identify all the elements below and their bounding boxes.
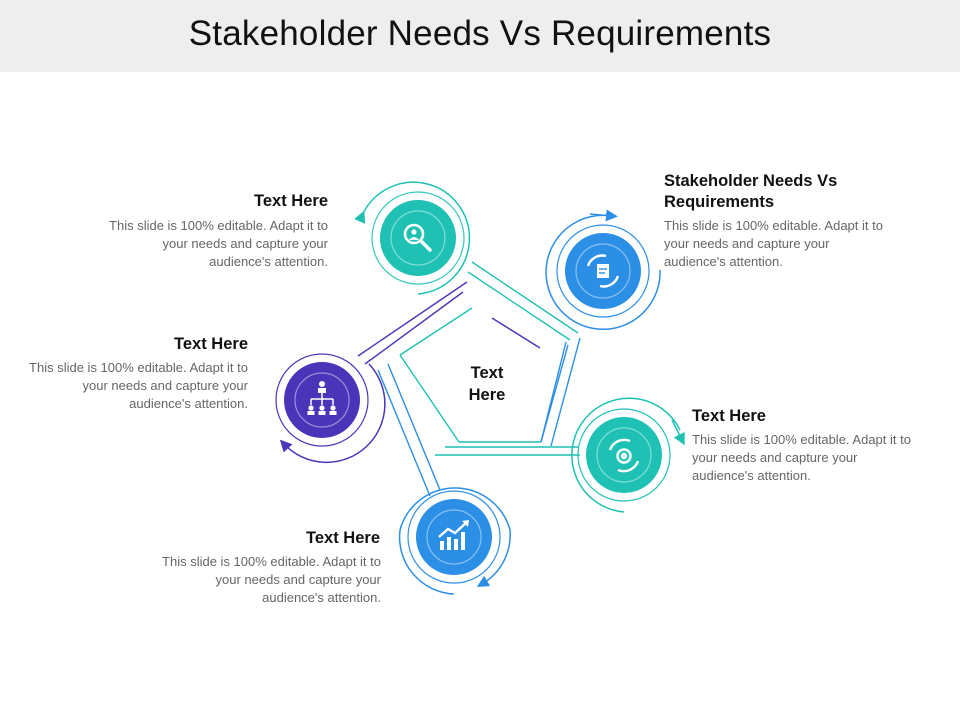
center-label-line1: Text (470, 364, 504, 382)
node-right-top-circle (545, 209, 661, 331)
center-label-line2: Here (468, 386, 506, 404)
node-top-body: This slide is 100% editable. Adapt it to… (109, 218, 328, 269)
title-bar (0, 0, 960, 72)
gear-cycle-icon (608, 438, 640, 473)
growth-chart-icon (438, 520, 469, 550)
node-bottom-circle (398, 487, 511, 595)
node-top-circle (354, 181, 471, 295)
node-left-body: This slide is 100% editable. Adapt it to… (29, 360, 248, 411)
search-user-icon (403, 223, 432, 252)
node-right-top-body: This slide is 100% editable. Adapt it to… (664, 218, 883, 269)
node-right-circle (571, 397, 685, 513)
node-right-heading: Text Here (692, 407, 766, 425)
center-label: Text Here (447, 362, 527, 406)
node-left-heading: Text Here (174, 335, 248, 353)
node-left-circle (275, 353, 386, 464)
node-right-body: This slide is 100% editable. Adapt it to… (692, 432, 911, 483)
node-bottom-heading: Text Here (306, 529, 380, 547)
org-chart-icon (307, 381, 337, 415)
connector-lines (357, 261, 581, 497)
page-title: Stakeholder Needs Vs Requirements (188, 14, 772, 53)
node-bottom-body: This slide is 100% editable. Adapt it to… (162, 554, 381, 605)
node-right-top-heading: Stakeholder Needs Vs Requirements (664, 172, 838, 211)
cycle-document-icon (586, 254, 620, 288)
node-top-heading: Text Here (254, 192, 328, 210)
